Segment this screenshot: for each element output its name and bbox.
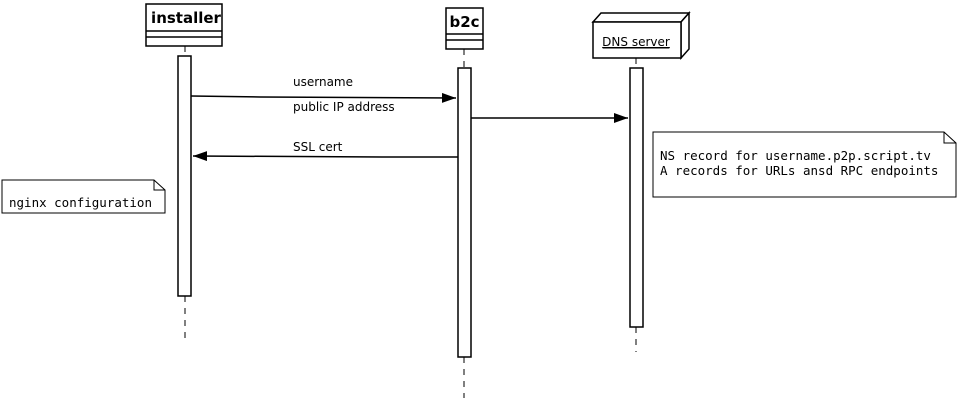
activation-dns [629,67,644,328]
activation-b2c [457,67,472,358]
participant-dns-server: DNS server [591,11,691,60]
node-front-face [592,21,682,59]
participant-installer: installer [145,3,223,47]
note-nginx-configuration: nginx configuration [1,179,166,214]
note-box [1,179,166,214]
note-box [652,131,957,198]
participant-label: installer [151,9,221,27]
note-line-ns-record: NS record for username.p2p.script.tv [660,148,931,163]
participant-label: DNS server [602,35,670,49]
note-fold [943,132,956,144]
message-label-ip: public IP address [293,100,395,114]
participant-box [145,3,223,47]
node-top-face [591,12,691,23]
message-arrow [192,151,458,162]
participant-b2c: b2c [445,7,484,50]
note-fold [153,180,165,191]
note-line-a-records: A records for URLs ansd RPC endpoints [660,163,938,178]
message-arrow [190,92,457,103]
participant-label: b2c [449,13,479,31]
activation-installer [177,55,192,297]
note-line-nginx: nginx configuration [9,195,152,210]
note-dns-records: NS record for username.p2p.script.tv A r… [652,131,957,198]
message-installer-to-b2c: username public IP address [190,75,457,114]
participant-box [445,7,484,50]
node-side-face [680,11,690,60]
message-label-username: username [293,75,353,89]
message-label-ssl-cert: SSL cert [293,140,343,154]
message-b2c-to-installer: SSL cert [192,140,458,162]
